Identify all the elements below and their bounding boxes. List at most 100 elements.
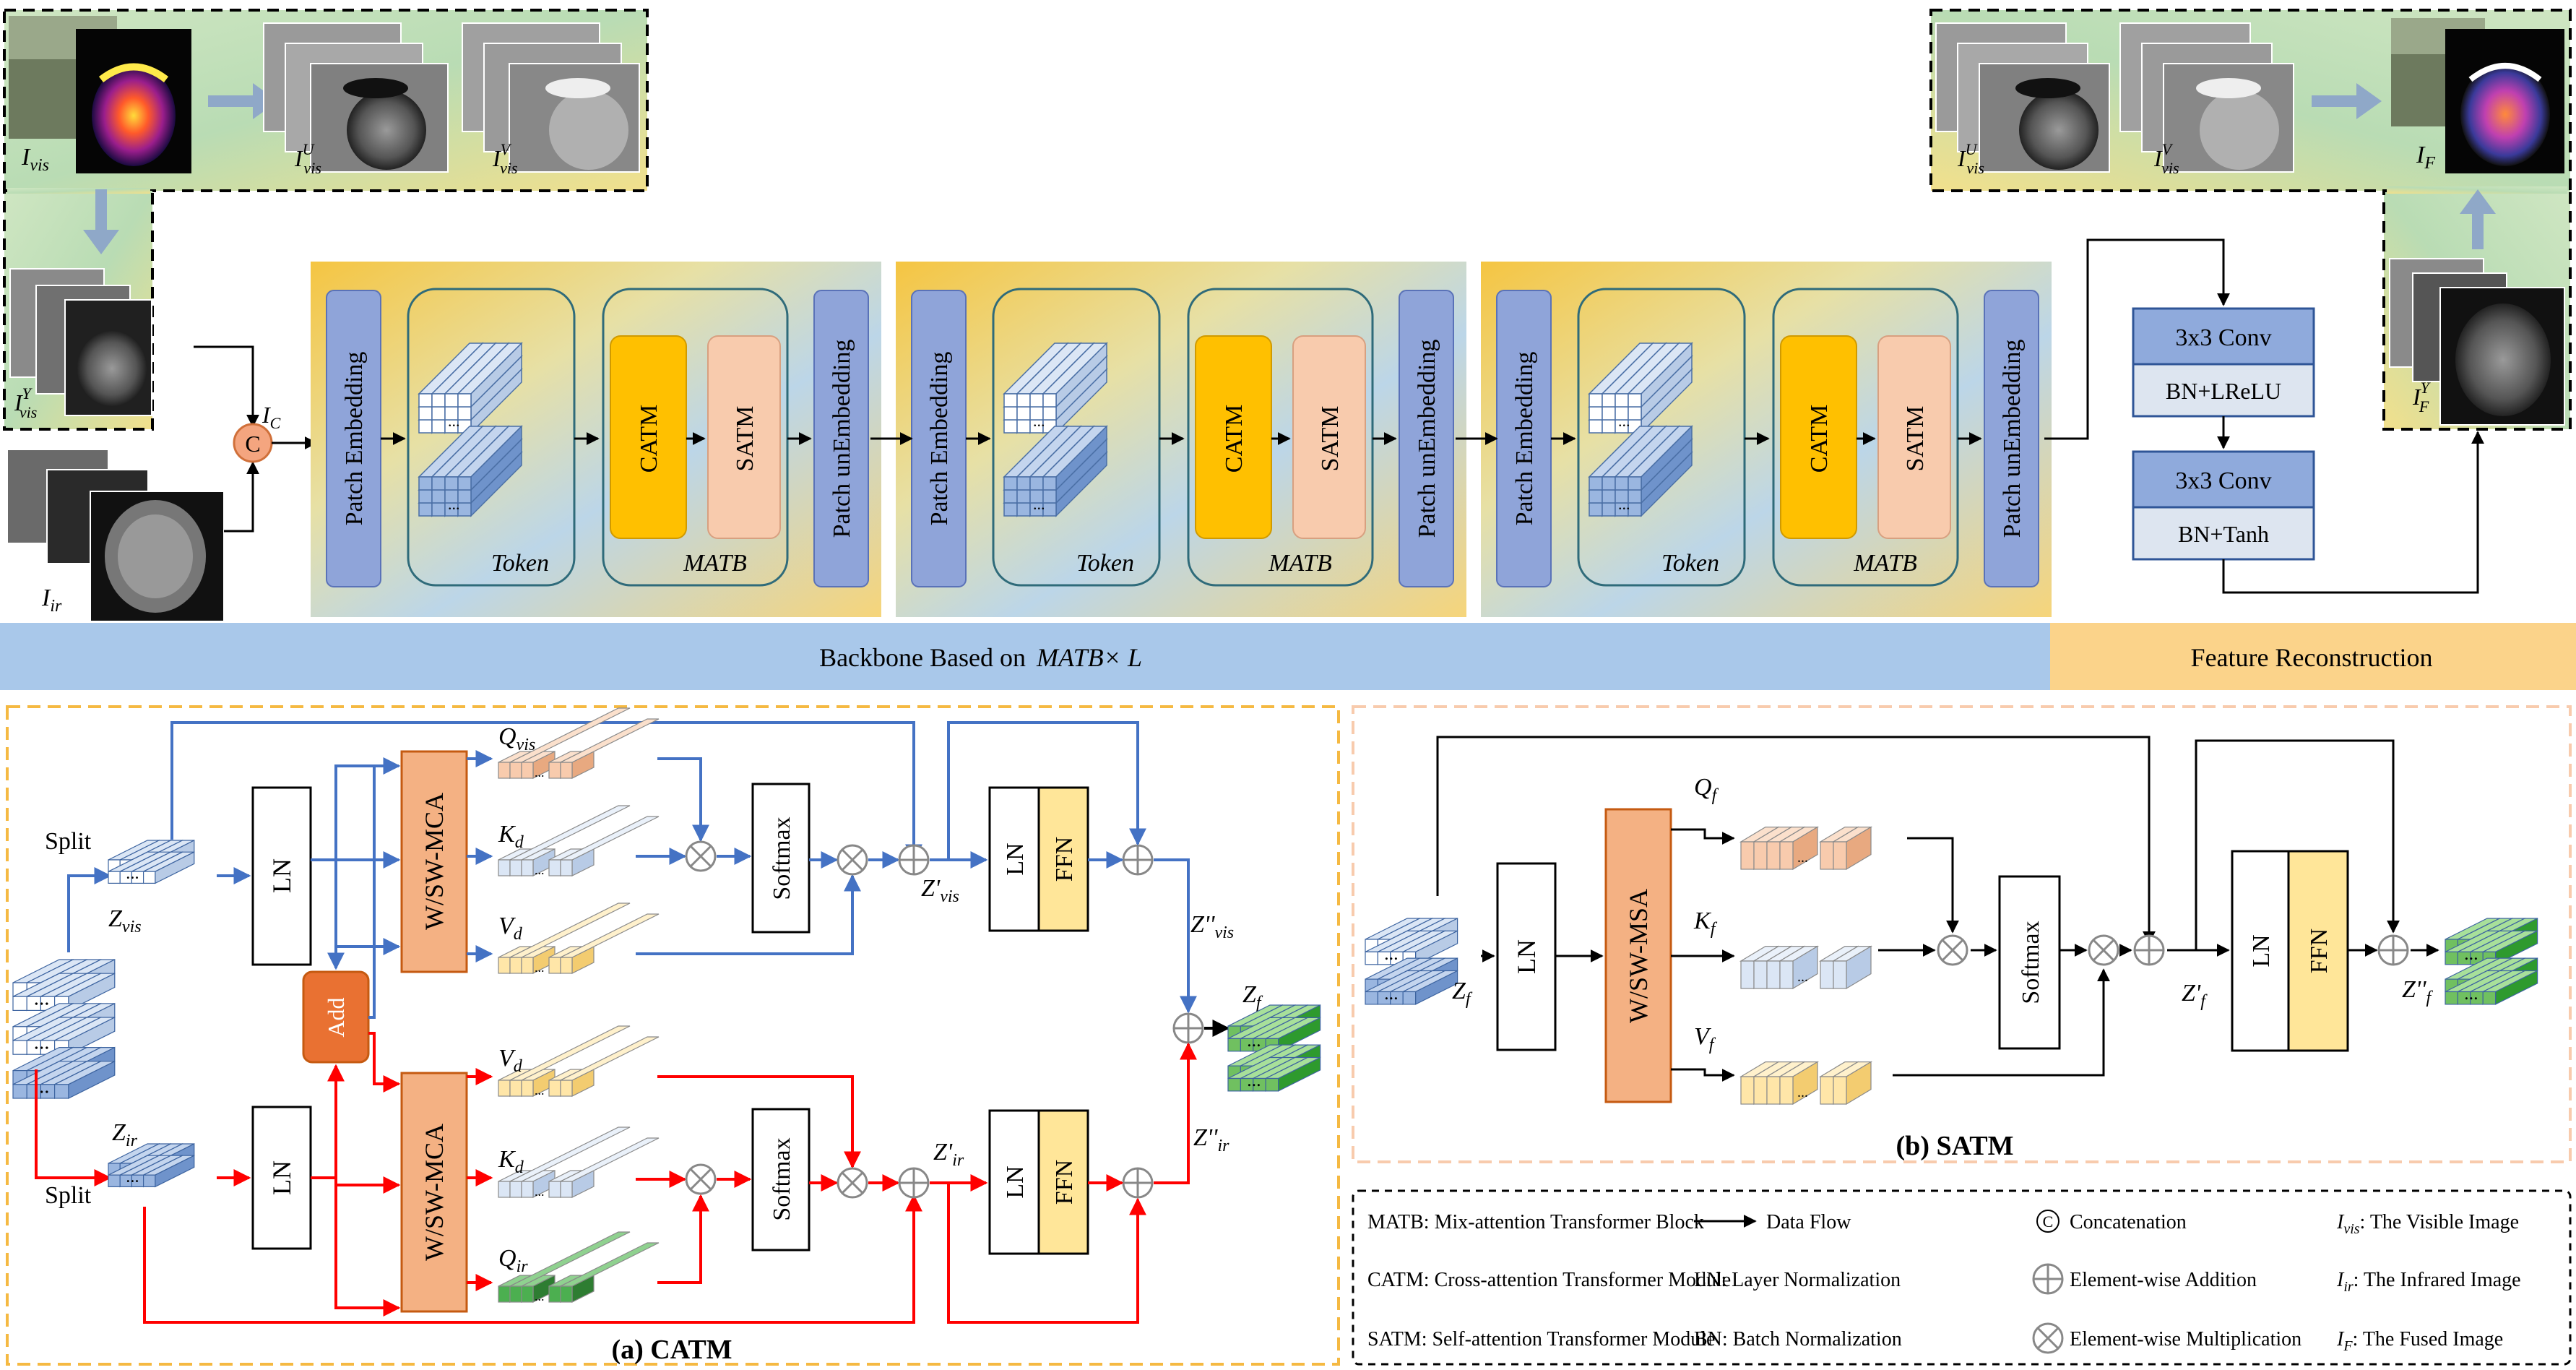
satm-add-1-icon <box>2133 934 2165 966</box>
add-to-mca-bottom <box>368 1032 401 1093</box>
k-f-row: ... <box>1739 945 1873 990</box>
ln-bottom-to-mca-q <box>334 1178 401 1317</box>
legend-text: Ivis: The Visible Image <box>2336 1211 2519 1237</box>
z-ir-stack: ... <box>108 1143 195 1188</box>
k-d-row-top: ... <box>498 805 660 877</box>
svg-text:...: ... <box>34 1074 50 1098</box>
catm-input-token: ......... <box>12 959 116 1099</box>
legend-text: Element-wise Multiplication <box>2070 1328 2301 1350</box>
v-channel-stack <box>462 22 640 173</box>
label-i-c: IC <box>262 402 281 432</box>
catm-frame <box>6 705 1340 1366</box>
mca-top-label: W/SW-MCA <box>420 793 449 930</box>
vf-to-mult <box>1893 968 2110 1077</box>
token-cube-bottom <box>418 425 523 517</box>
satm-panel: ...... Zf LN W/SW-MSA Qf Kf Vf .........… <box>1352 705 2572 1163</box>
mca-bottom <box>400 1072 468 1313</box>
satm-residual-1 <box>1436 736 2156 944</box>
satm-add-2-icon <box>2377 934 2409 966</box>
mca-top <box>400 750 468 973</box>
satm-ffn-label: FFN <box>2306 929 2333 973</box>
patch-embedding-label: Patch Embedding <box>341 352 368 526</box>
svg-text:...: ... <box>535 1083 545 1098</box>
v-d-row-top: ... <box>498 902 660 975</box>
token-dots: ... <box>448 495 460 513</box>
token-group-frame <box>1577 288 1746 587</box>
satm-residual-2 <box>2195 739 2400 950</box>
zvis-pp-to-add <box>1154 858 1197 1014</box>
svg-text:...: ... <box>1384 943 1399 964</box>
svg-text:...: ... <box>535 960 545 975</box>
u-channel-stack <box>263 22 449 173</box>
add-label: Add <box>323 997 349 1037</box>
legend-text: BN: Batch Normalization <box>1694 1328 1902 1350</box>
msa-to-qf <box>1671 828 1735 845</box>
element-wise-multiplication-icon <box>2032 1322 2064 1354</box>
legend-text: LN: Layer Normalization <box>1694 1269 1901 1291</box>
matb-label: MATB <box>1853 550 1917 577</box>
catm-block-label: CATM <box>1221 405 1248 473</box>
visible-image-thumbnail <box>9 16 191 173</box>
label-z-f-prime: Z'f <box>2182 980 2208 1011</box>
label-q-f: Qf <box>1694 774 1719 805</box>
svg-text:...: ... <box>535 863 545 877</box>
label-k-d-top: Kd <box>498 821 524 852</box>
add-up-line <box>368 766 376 1019</box>
satm-ln <box>1496 862 1557 1051</box>
svg-text:...: ... <box>1247 1030 1261 1051</box>
softmax-top-label: Softmax <box>769 817 795 900</box>
patch-unembedding-label: Patch unEmbedding <box>1999 340 2026 538</box>
satm-block <box>1877 335 1951 539</box>
element-wise-addition-icon <box>2032 1263 2064 1295</box>
catm-ln-bottom <box>251 1106 312 1250</box>
token-label: Token <box>491 550 549 577</box>
conv2-label: 3x3 Conv <box>2175 468 2271 494</box>
svg-text:...: ... <box>2464 943 2478 964</box>
matb-label: MATB <box>683 550 747 577</box>
label-z-vis-dprime: Z''vis <box>1190 911 1234 942</box>
svg-text:...: ... <box>535 1289 545 1304</box>
output-v-stack <box>2119 22 2294 173</box>
backbone-stages: Patch Embedding...... Token CATM SATM MATB Pa… <box>311 262 2052 617</box>
satm-output-token: ...... <box>2445 918 2538 1005</box>
legend-text: Iir: The Infrared Image <box>2336 1269 2521 1295</box>
satm-ffn <box>2287 850 2349 1052</box>
catm-lnffn-bottom-ln-label: LN <box>1002 1166 1029 1198</box>
label-q-vis: Qvis <box>498 723 535 754</box>
ln-bottom-to-add <box>311 1064 345 1179</box>
y-to-concat-line <box>194 345 259 428</box>
token-cube-top <box>1003 342 1108 434</box>
bn1-label: BN+LReLU <box>2166 378 2281 404</box>
token-dots: ... <box>448 412 460 430</box>
msa-to-vf <box>1671 1068 1735 1082</box>
reconstruction-bar-label: Feature Reconstruction <box>2191 643 2433 672</box>
arrow-to-fused-head <box>2356 83 2382 119</box>
label-k-f: Kf <box>1693 908 1718 939</box>
satm-lnffn-ln <box>2231 850 2290 1052</box>
ir-to-concat-line <box>224 461 259 533</box>
add-residual-top-icon <box>898 844 930 876</box>
arrow-to-y-head <box>83 230 119 254</box>
token-dots: ... <box>1033 412 1045 430</box>
token-cube-bottom <box>1588 425 1693 517</box>
label-v-d-bottom: Vd <box>498 1045 523 1076</box>
concatenation-icon-glyph: C <box>2043 1212 2054 1231</box>
satm-block-label: SATM <box>1317 406 1344 472</box>
arrow-up-to-fused-head <box>2460 189 2496 214</box>
frame-joint <box>7 188 150 194</box>
qvis-to-mult <box>657 757 709 843</box>
z-f-stack: ...... <box>1227 1004 1321 1092</box>
svg-text:...: ... <box>1797 850 1808 866</box>
token-cube-bottom <box>1003 425 1108 517</box>
concatenation-icon <box>2036 1210 2059 1233</box>
catm-block-label: CATM <box>636 405 662 473</box>
patch-embedding-label: Patch Embedding <box>926 352 953 526</box>
catm-ln-ffn-bottom-ln <box>988 1109 1040 1255</box>
satm-title: (b) SATM <box>1896 1131 2014 1161</box>
